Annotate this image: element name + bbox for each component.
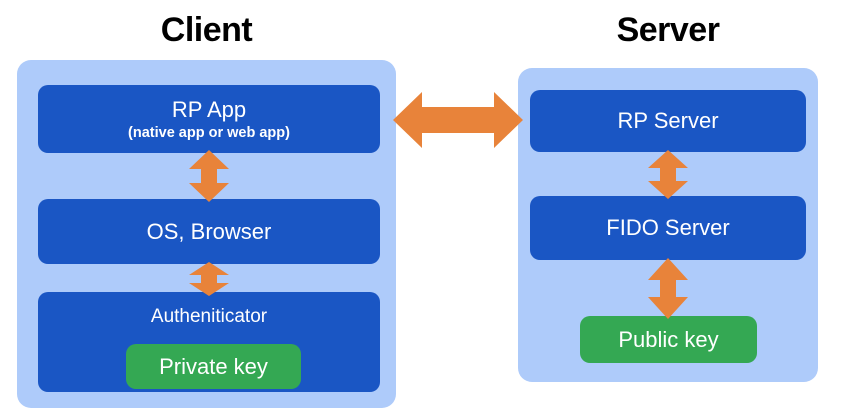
os-browser-box: OS, Browser bbox=[38, 199, 380, 264]
fido-server-public-key-bidirectional-arrow-icon bbox=[648, 258, 688, 319]
rp-app-box: RP App (native app or web app) bbox=[38, 85, 380, 153]
authenticator-box: Autheniticator Private key bbox=[38, 292, 380, 392]
fido-server-title: FIDO Server bbox=[606, 215, 730, 240]
rp-server-box: RP Server bbox=[530, 90, 806, 152]
public-key-chip: Public key bbox=[580, 316, 757, 363]
rp-server-fido-server-bidirectional-arrow-icon bbox=[648, 150, 688, 199]
private-key-chip: Private key bbox=[126, 344, 301, 389]
rp-app-subtitle: (native app or web app) bbox=[128, 124, 290, 141]
client-section-title: Client bbox=[160, 11, 253, 49]
authenticator-title: Autheniticator bbox=[150, 306, 268, 327]
fido-server-box: FIDO Server bbox=[530, 196, 806, 260]
rp-app-title: RP App bbox=[171, 96, 247, 122]
rp-app-os-browser-bidirectional-arrow-icon bbox=[189, 150, 229, 202]
os-browser-authenticator-bidirectional-arrow-icon bbox=[189, 262, 229, 296]
client-server-bidirectional-arrow-icon bbox=[393, 92, 523, 148]
os-browser-title: OS, Browser bbox=[146, 218, 272, 244]
rp-server-title: RP Server bbox=[617, 108, 719, 133]
server-section-title: Server bbox=[616, 11, 720, 49]
